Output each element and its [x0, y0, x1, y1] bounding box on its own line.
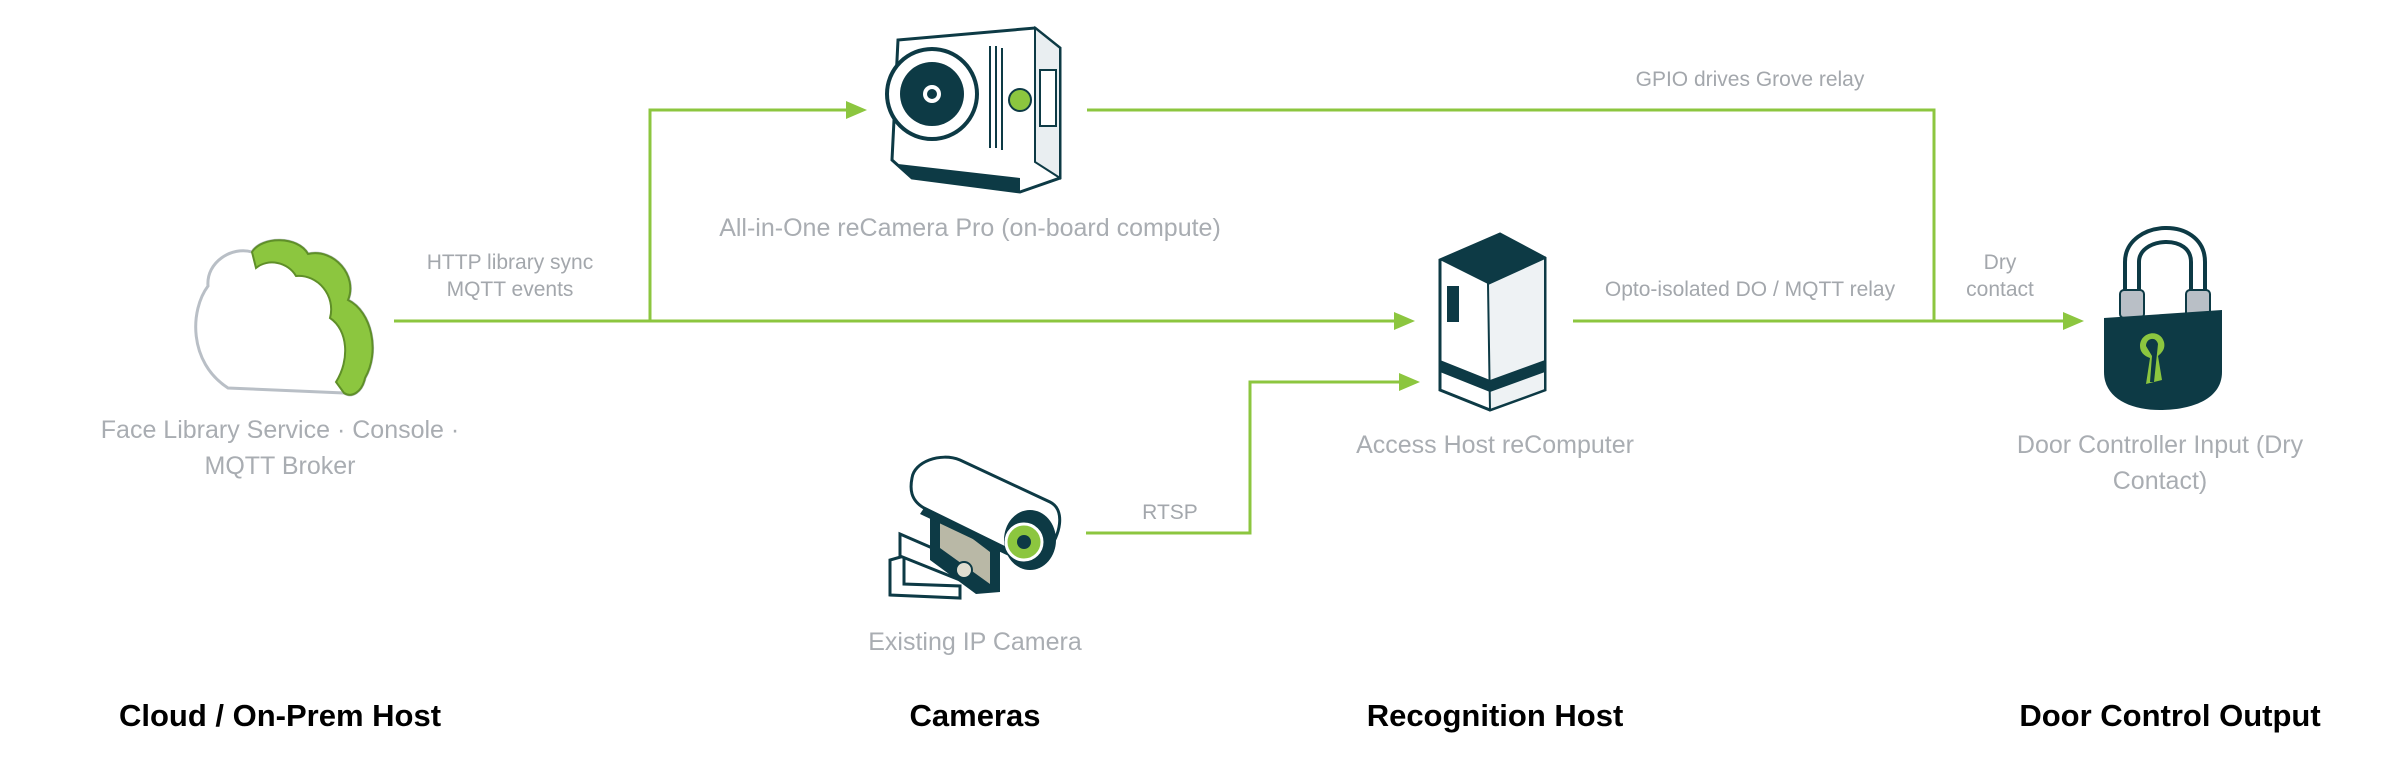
edge-label-rtsp: RTSP	[1142, 501, 1198, 524]
connector-rtsp	[1086, 380, 1400, 535]
column-title-cloud: Cloud / On-Prem Host	[118, 698, 442, 733]
arrowhead-recomputer-bottom	[1399, 373, 1420, 391]
arrowhead-recomputer-top	[1394, 312, 1415, 330]
recamera-node-label: All-in-One reCamera Pro (on-board comput…	[719, 214, 1221, 242]
ip-camera-node-label: Existing IP Camera	[868, 628, 1082, 656]
edge-computer-icon	[1438, 232, 1547, 412]
edge-label-mqtt-events: MQTT events	[446, 278, 574, 301]
cloud-icon	[194, 238, 374, 397]
connector-to-recamera	[648, 108, 847, 321]
connector-gpio-relay	[1087, 108, 1936, 321]
padlock-icon	[2104, 226, 2222, 410]
edge-label-opto: Opto-isolated DO / MQTT relay	[1604, 278, 1896, 301]
door-node-label: Door Controller Input (Dry Contact)	[2016, 431, 2304, 495]
column-title-cameras: Cameras	[909, 698, 1041, 733]
edge-label-http-sync: HTTP library sync MQTT events	[400, 249, 620, 303]
edge-label-http-sync-line1: HTTP library sync	[426, 251, 594, 274]
arrowhead-door	[2063, 312, 2084, 330]
arrowhead-recamera	[846, 101, 867, 119]
cctv-camera-icon	[888, 455, 1062, 600]
edge-label-gpio: GPIO drives Grove relay	[1635, 68, 1865, 91]
camera-module-icon	[885, 25, 1062, 194]
edge-label-contact: contact	[1966, 278, 2034, 301]
edge-label-dry: Dry	[1983, 251, 2017, 274]
recomputer-node-label: Access Host reComputer	[1356, 431, 1634, 459]
edge-label-dry-contact: Dry contact	[1940, 249, 2060, 303]
column-title-recognition: Recognition Host	[1366, 698, 1624, 733]
column-title-door: Door Control Output	[2019, 698, 2321, 733]
cloud-node-label: Face Library Service · Console · MQTT Br…	[100, 416, 460, 480]
